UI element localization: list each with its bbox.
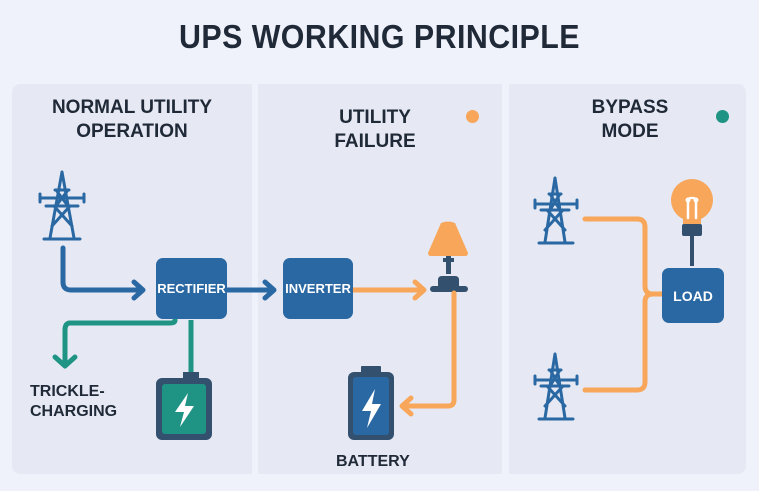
heading-line: NORMAL UTILITY: [51, 97, 213, 118]
light-bulb-icon: [671, 179, 713, 266]
heading-line: OPERATION: [76, 121, 188, 142]
transmission-tower-icon: [533, 352, 579, 421]
trickle-charge-arrow: [52, 317, 178, 369]
battery-label: BATTERY: [336, 453, 410, 470]
transmission-tower-icon: [38, 170, 86, 241]
label-line: CHARGING: [30, 403, 118, 420]
panel-heading-normal: NORMAL UTILITY OPERATION: [12, 96, 252, 144]
heading-line: BYPASS: [591, 97, 669, 118]
heading-line: UTILITY: [339, 107, 411, 128]
panel-heading-bypass: BYPASS MODE: [560, 96, 700, 144]
status-dot-orange: [466, 110, 479, 123]
panel-heading-failure: UTILITY FAILURE: [300, 106, 450, 154]
heading-line: FAILURE: [334, 131, 416, 152]
page-title: UPS WORKING PRINCIPLE: [178, 18, 580, 55]
lamp-icon: [428, 221, 468, 292]
flow-arrow-tower-to-rectifier: [60, 245, 146, 301]
flow-arrow-inverter-to-lamp: [350, 279, 427, 301]
flow-arrow-lamp-to-battery: [399, 290, 457, 417]
transmission-tower-icon: [533, 176, 579, 245]
rectifier-box: RECTIFIER: [156, 258, 227, 319]
heading-line: MODE: [601, 121, 659, 142]
bypass-lines: [582, 216, 665, 393]
label-line: TRICKLE-: [30, 383, 105, 400]
battery-charging-icon: [156, 372, 212, 440]
battery-icon: [348, 366, 394, 440]
inverter-box: INVERTER: [283, 258, 353, 319]
trickle-charging-label: TRICKLE- CHARGING: [30, 382, 117, 422]
status-dot-teal: [716, 110, 729, 123]
flow-arrow-rectifier-to-inverter: [224, 279, 277, 301]
load-box: LOAD: [662, 268, 724, 323]
